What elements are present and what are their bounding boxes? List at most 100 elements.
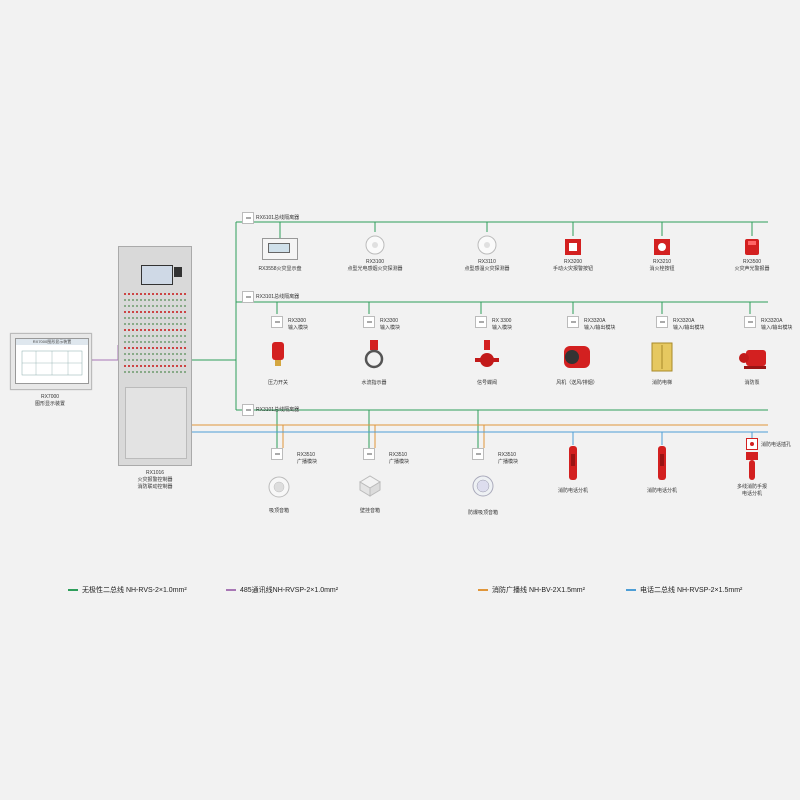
cabinet-indicator-led [156, 335, 158, 337]
io-module-1 [567, 316, 579, 328]
cabinet-indicator-led [132, 293, 134, 295]
cabinet-indicator-led [184, 311, 186, 313]
cabinet-indicator-led [164, 299, 166, 301]
cabinet-indicator-led [160, 329, 162, 331]
graphic-display-monitor: RX7000图形显示装置 [10, 333, 92, 390]
cabinet-indicator-led [184, 371, 186, 373]
rs485-comm-line [92, 345, 119, 361]
fire-display-panel-icon [262, 238, 298, 260]
cabinet-indicator-led [176, 299, 178, 301]
cabinet-indicator-led [136, 293, 138, 295]
cabinet-indicator-led [140, 329, 142, 331]
broadcast-module-3-model: RX3510 [498, 452, 517, 458]
cabinet-indicator-led [180, 305, 182, 307]
hydrant-button-icon [654, 239, 670, 255]
cabinet-indicator-led [168, 353, 170, 355]
signal-valve-label: 信号蝶阀 [476, 380, 498, 386]
cabinet-indicator-led [176, 371, 178, 373]
cabinet-indicator-led [136, 347, 138, 349]
cabinet-indicator-led [144, 335, 146, 337]
cabinet-indicator-led [168, 371, 170, 373]
io-module-2-model: RX3320A [673, 318, 695, 324]
cabinet-indicator-led [128, 293, 130, 295]
sound-light-alarm-icon [745, 239, 759, 255]
cabinet-indicator-led [184, 329, 186, 331]
cabinet-indicator-led [156, 305, 158, 307]
io-module-1-model: RX3320A [584, 318, 606, 324]
cabinet-indicator-led [136, 317, 138, 319]
cabinet-indicator-led [152, 299, 154, 301]
cabinet-indicator-led [160, 347, 162, 349]
cabinet-indicator-led [148, 371, 150, 373]
cabinet-indicator-led [180, 299, 182, 301]
cabinet-indicator-led [164, 323, 166, 325]
cabinet-indicator-led [136, 305, 138, 307]
cabinet-indicator-led [176, 353, 178, 355]
cabinet-indicator-led [148, 317, 150, 319]
cabinet-indicator-led [144, 341, 146, 343]
hydrant-button-name: 消火栓按钮 [649, 266, 675, 272]
sound-light-alarm-model: RX3500 [742, 259, 762, 265]
cabinet-indicator-led [160, 359, 162, 361]
cabinet-indicator-led [176, 329, 178, 331]
cabinet-indicator-led [140, 293, 142, 295]
input-module-1-model: RX3300 [288, 318, 307, 324]
cabinet-indicator-led [184, 353, 186, 355]
sound-light-alarm-name: 火灾声光警报器 [734, 266, 770, 272]
cabinet-indicator-led [136, 365, 138, 367]
cabinet-indicator-led [152, 335, 154, 337]
water-flow-indicator-icon [364, 340, 384, 369]
cabinet-indicator-led [172, 365, 174, 367]
cabinet-indicator-led [152, 359, 154, 361]
cabinet-indicator-panel [124, 293, 186, 373]
cabinet-indicator-led [148, 311, 150, 313]
cabinet-indicator-led [172, 311, 174, 313]
cabinet-indicator-led [140, 323, 142, 325]
cabinet-indicator-led [124, 341, 126, 343]
input-module-3-model: RX 3300 [492, 318, 512, 324]
cabinet-indicator-led [148, 293, 150, 295]
legend-label: 消防广播线 NH-BV-2X1.5mm² [492, 587, 585, 594]
cabinet-indicator-led [124, 365, 126, 367]
phone-jack-icon [746, 438, 758, 450]
cabinet-indicator-led [144, 347, 146, 349]
cabinet-indicator-led [152, 305, 154, 307]
cabinet-indicator-led [180, 317, 182, 319]
cabinet-indicator-led [148, 341, 150, 343]
row3-bus-isolator-module [242, 404, 254, 416]
cabinet-indicator-led [184, 365, 186, 367]
cabinet-indicator-led [164, 329, 166, 331]
cabinet-indicator-led [148, 335, 150, 337]
cabinet-indicator-led [160, 335, 162, 337]
broadcast-module-2-type: 广播模块 [389, 459, 410, 465]
cabinet-indicator-led [128, 323, 130, 325]
cabinet-indicator-led [128, 335, 130, 337]
legend-swatch [68, 589, 78, 591]
cabinet-indicator-led [124, 317, 126, 319]
cabinet-indicator-led [176, 359, 178, 361]
cabinet-indicator-led [172, 359, 174, 361]
cabinet-indicator-led [132, 335, 134, 337]
cabinet-indicator-led [152, 353, 154, 355]
cabinet-indicator-led [132, 311, 134, 313]
telephone-bus-line [192, 431, 768, 445]
wall-speaker-icon [359, 475, 381, 497]
cabinet-indicator-led [128, 365, 130, 367]
heat-detector-icon [477, 235, 497, 255]
cabinet-indicator-led [152, 365, 154, 367]
cabinet-indicator-led [124, 305, 126, 307]
cabinet-indicator-led [136, 329, 138, 331]
cabinet-indicator-led [164, 341, 166, 343]
cabinet-indicator-led [164, 305, 166, 307]
cabinet-indicator-led [168, 305, 170, 307]
cabinet-indicator-led [144, 311, 146, 313]
cabinet-indicator-led [128, 311, 130, 313]
io-module-2-type: 输入/输出模块 [673, 325, 705, 331]
monitor-screen-title: RX7000图形显示装置 [16, 339, 88, 345]
input-module-1 [271, 316, 283, 328]
cabinet-indicator-led [148, 353, 150, 355]
cabinet-indicator-led [152, 311, 154, 313]
io-module-3-model: RX3320A [761, 318, 783, 324]
cabinet-indicator-led [176, 347, 178, 349]
cabinet-indicator-led [184, 299, 186, 301]
